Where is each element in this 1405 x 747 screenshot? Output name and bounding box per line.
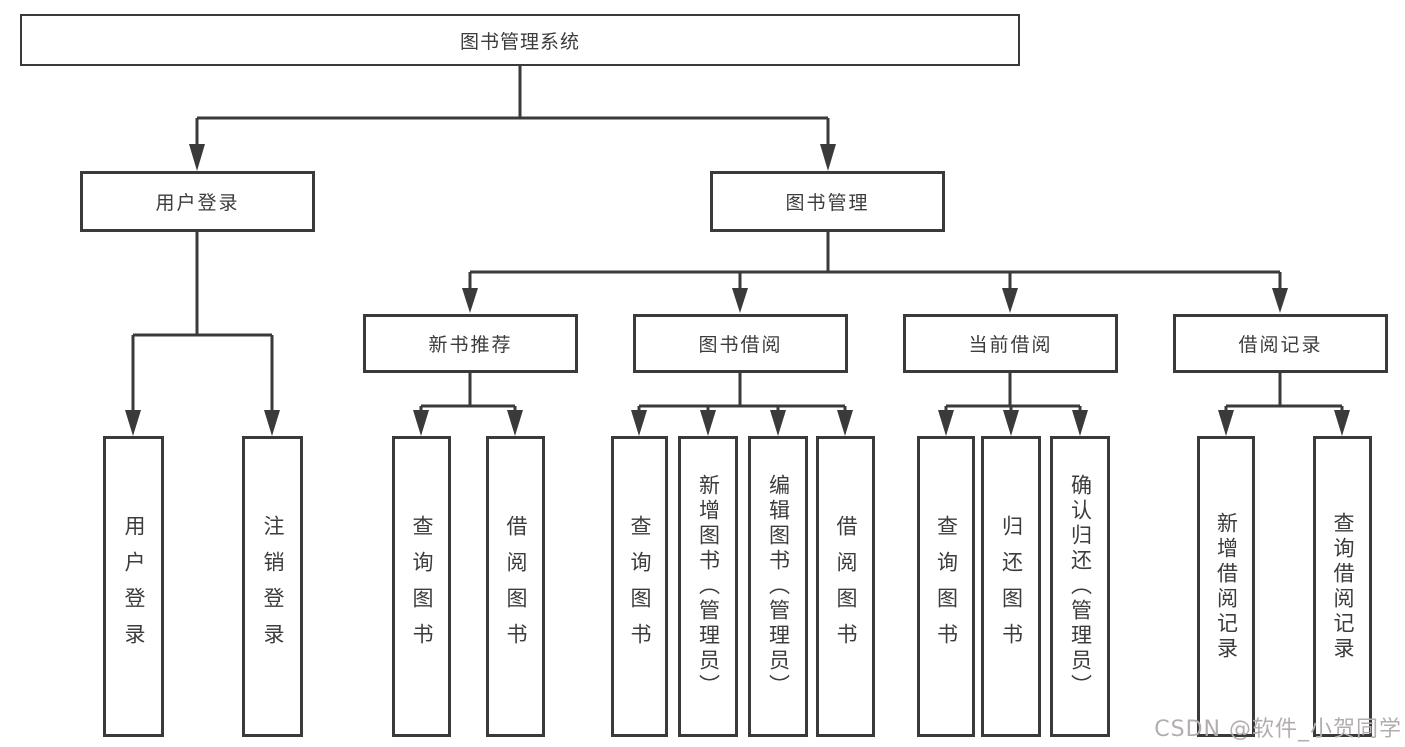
arrow-down-icon [413,410,429,436]
arrow-down-icon [1334,410,1350,436]
arrow-down-icon [125,410,141,436]
leaf-query-books-recommend: 查询图书 [392,436,451,737]
leaf-confirm-return-admin: 确认归还（管理员） [1050,436,1110,737]
connector-records-to-leaves [1224,373,1344,412]
leaf-logout: 注销登录 [242,436,303,737]
node-root-system: 图书管理系统 [20,14,1020,66]
leaf-label: 查询图书 [934,514,959,659]
leaf-label: 确认归还（管理员） [1068,474,1093,699]
arrow-down-icon [631,410,647,436]
leaf-add-book-admin: 新增图书（管理员） [678,436,738,737]
leaf-label: 用户登录 [122,514,146,659]
csdn-watermark: CSDN @软件_小贺同学 [1154,717,1402,742]
leaf-label: 查询图书 [628,514,652,659]
arrow-down-icon [1002,288,1018,313]
node-current-borrow: 当前借阅 [903,314,1118,373]
leaf-user-login: 用户登录 [103,436,164,737]
leaf-label: 注销登录 [261,514,285,659]
connector-borrow-to-leaves [637,373,847,412]
leaf-label: 查询借阅记录 [1331,511,1355,662]
arrow-down-icon [1003,410,1019,436]
arrow-down-icon [462,288,478,313]
node-user-login: 用户登录 [80,171,315,232]
arrow-down-icon [820,144,836,171]
leaf-return-book: 归还图书 [981,436,1041,737]
leaf-label: 借阅图书 [834,514,858,659]
arrow-down-icon [507,410,523,436]
leaf-edit-book-admin: 编辑图书（管理员） [748,436,808,737]
node-book-management: 图书管理 [710,171,945,232]
leaf-query-books-borrow: 查询图书 [611,436,668,737]
node-book-borrow: 图书借阅 [633,314,848,373]
arrow-down-icon [938,410,954,436]
leaf-label: 归还图书 [999,514,1024,659]
leaf-label: 新增借阅记录 [1214,511,1239,662]
leaf-borrow-books: 借阅图书 [816,436,875,737]
leaf-query-borrow-record: 查询借阅记录 [1313,436,1372,737]
node-borrow-records: 借阅记录 [1173,314,1388,373]
connector-root-to-level2 [195,66,830,146]
leaf-label: 查询图书 [410,514,434,659]
arrowheads [125,144,1350,436]
arrow-down-icon [1272,288,1288,313]
leaf-label: 借阅图书 [504,514,528,659]
arrow-down-icon [189,144,205,171]
connector-userlogin-to-leaves [131,232,274,412]
connector-bookmgmt-to-level3 [468,232,1282,290]
connector-newbook-to-leaves [419,373,517,412]
arrow-down-icon [264,410,280,436]
leaf-add-borrow-record: 新增借阅记录 [1197,436,1255,737]
arrow-down-icon [732,288,748,313]
leaf-query-books-current: 查询图书 [917,436,975,737]
arrow-down-icon [837,410,853,436]
arrow-down-icon [770,410,786,436]
leaf-label: 编辑图书（管理员） [766,474,791,699]
leaf-label: 新增图书（管理员） [696,474,721,699]
connector-current-to-leaves [944,373,1082,412]
arrow-down-icon [700,410,716,436]
arrow-down-icon [1218,410,1234,436]
leaf-borrow-books-recommend: 借阅图书 [486,436,545,737]
node-new-book-recommend: 新书推荐 [363,314,578,373]
arrow-down-icon [1072,410,1088,436]
